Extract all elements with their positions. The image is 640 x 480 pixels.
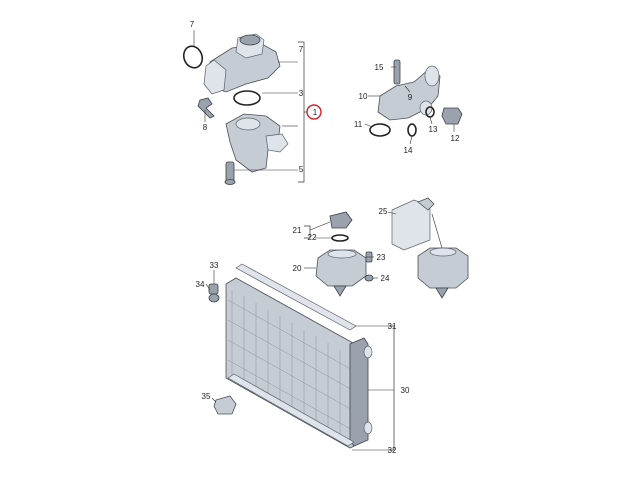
gasket-3 bbox=[233, 90, 261, 106]
callout-1-highlight: 1 bbox=[306, 104, 322, 120]
callout-23: 23 bbox=[377, 253, 386, 262]
callout-22: 22 bbox=[308, 233, 317, 242]
coolant-flange-group bbox=[364, 59, 463, 145]
flange-inlet bbox=[424, 65, 440, 87]
seal-strip-32 bbox=[227, 373, 355, 447]
radiator-fins bbox=[227, 290, 357, 441]
coolant-bottle-25-cap bbox=[417, 197, 435, 211]
callout-31: 31 bbox=[388, 322, 397, 331]
callout-35: 35 bbox=[202, 392, 211, 401]
cap-21 bbox=[329, 211, 353, 229]
tank-20-filled-outlet bbox=[435, 287, 449, 299]
radiator-inlet bbox=[363, 345, 373, 359]
callout-7-top: 7 bbox=[190, 20, 195, 29]
o-ring-11 bbox=[369, 123, 391, 137]
callout-12: 12 bbox=[451, 134, 460, 143]
callout-25: 25 bbox=[379, 207, 388, 216]
callout-13: 13 bbox=[429, 125, 438, 134]
bolt-34 bbox=[208, 293, 220, 303]
expansion-tank-group bbox=[304, 197, 469, 299]
o-ring-14 bbox=[407, 123, 417, 137]
seal-22 bbox=[331, 234, 349, 242]
bracket-thermostat bbox=[193, 30, 310, 183]
callout-21: 21 bbox=[293, 226, 302, 235]
radiator-core bbox=[225, 277, 363, 449]
callout-34: 34 bbox=[196, 280, 205, 289]
thermostat-housing-group bbox=[182, 33, 289, 185]
bolt-5-head bbox=[224, 179, 236, 185]
sensor-12 bbox=[441, 107, 463, 125]
callout-3: 3 bbox=[299, 89, 304, 98]
coolant-bottle-25 bbox=[391, 199, 431, 251]
callout-24: 24 bbox=[381, 274, 390, 283]
callout-10: 10 bbox=[359, 92, 368, 101]
callout-11: 11 bbox=[354, 120, 363, 129]
callout-20: 20 bbox=[293, 264, 302, 273]
callout-14: 14 bbox=[404, 146, 413, 155]
housing-lower-port bbox=[235, 117, 261, 131]
radiator-group bbox=[205, 263, 395, 451]
callout-15: 15 bbox=[375, 63, 384, 72]
buffer-35 bbox=[213, 395, 237, 415]
tank-20-top bbox=[327, 249, 357, 259]
callout-32: 32 bbox=[388, 446, 397, 455]
housing-upper-port bbox=[239, 34, 261, 46]
mount-33 bbox=[208, 283, 219, 295]
callout-33: 33 bbox=[210, 261, 219, 270]
housing-upper-flange bbox=[203, 59, 227, 95]
bolt-15 bbox=[393, 59, 401, 85]
tank-20-outlet bbox=[333, 285, 347, 297]
bolt-5 bbox=[225, 161, 235, 183]
callout-9: 9 bbox=[408, 93, 413, 102]
callout-30: 30 bbox=[401, 386, 410, 395]
callout-7-right: 7 bbox=[299, 45, 304, 54]
o-ring-7 bbox=[182, 45, 204, 69]
callout-1: 1 bbox=[313, 108, 318, 117]
callout-8: 8 bbox=[203, 123, 208, 132]
radiator-outlet bbox=[363, 421, 373, 435]
housing-lower-outlet bbox=[265, 133, 289, 153]
bolt-8 bbox=[197, 97, 215, 119]
callout-5: 5 bbox=[299, 165, 304, 174]
tank-20-filled-top bbox=[429, 247, 457, 257]
nut-24 bbox=[364, 274, 374, 282]
